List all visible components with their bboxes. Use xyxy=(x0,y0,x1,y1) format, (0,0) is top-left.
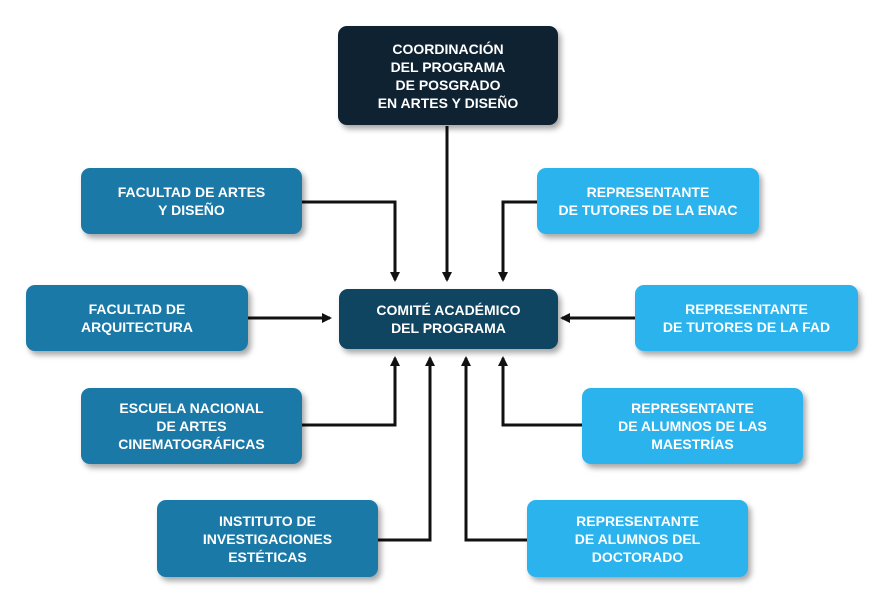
node-facultad-arquitectura: FACULTAD DE ARQUITECTURA xyxy=(26,285,248,351)
connector-rep-alumnos-maestrias xyxy=(498,356,582,427)
node-facultad-artes: FACULTAD DE ARTES Y DISEÑO xyxy=(81,168,302,234)
node-rep-tutores-enac: REPRESENTANTE DE TUTORES DE LA ENAC xyxy=(537,168,759,234)
node-coordinacion: COORDINACIÓN DEL PROGRAMA DE POSGRADO EN… xyxy=(338,26,558,125)
connector-escuela-cine xyxy=(302,356,400,427)
node-instituto-esteticas: INSTITUTO DE INVESTIGACIONES ESTÉTICAS xyxy=(157,500,378,577)
connector-facultad-artes xyxy=(302,200,400,282)
connector-instituto-esteticas xyxy=(378,356,435,542)
node-comite-academico: COMITÉ ACADÉMICO DEL PROGRAMA xyxy=(339,289,558,349)
node-rep-tutores-fad: REPRESENTANTE DE TUTORES DE LA FAD xyxy=(635,285,858,351)
connector-rep-tutores-enac xyxy=(498,200,537,282)
connector-rep-alumnos-doctorado xyxy=(461,356,527,542)
node-rep-alumnos-maestrias: REPRESENTANTE DE ALUMNOS DE LAS MAESTRÍA… xyxy=(582,388,803,464)
node-escuela-cine: ESCUELA NACIONAL DE ARTES CINEMATOGRÁFIC… xyxy=(81,388,302,464)
node-rep-alumnos-doctorado: REPRESENTANTE DE ALUMNOS DEL DOCTORADO xyxy=(527,500,748,577)
